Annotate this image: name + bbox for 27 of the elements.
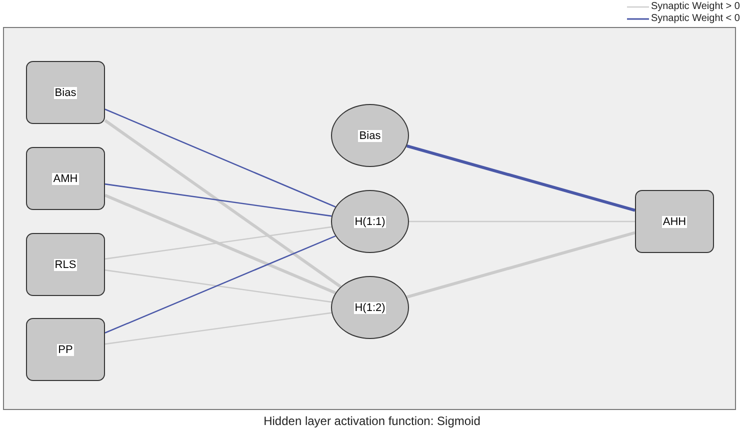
neuron-box <box>26 147 105 210</box>
node-label: H(1:2) <box>354 302 386 314</box>
legend-label: Synaptic Weight < 0 <box>650 13 740 25</box>
node-label: Bias <box>54 86 78 98</box>
node-label: RLS <box>54 258 78 270</box>
neuron-box <box>635 190 714 253</box>
node-label: H(1:1) <box>354 216 386 228</box>
neuron-box <box>26 61 105 124</box>
node-label: AMH <box>52 172 79 184</box>
connection-line <box>104 269 332 303</box>
connection-line <box>104 194 336 294</box>
neuron-box <box>26 233 105 296</box>
connection-line <box>104 226 332 260</box>
connection-line <box>104 119 342 288</box>
connection-line <box>104 108 336 208</box>
caption: Hidden layer activation function: Sigmoid <box>264 414 480 428</box>
connection-line <box>104 183 332 217</box>
connection-line <box>104 235 336 334</box>
node-label: Bias <box>358 130 382 142</box>
neuron-box <box>26 318 105 381</box>
connection-line <box>406 144 636 212</box>
node-label: AHH <box>662 216 688 228</box>
connection-line <box>104 312 332 345</box>
node-label: PP <box>57 344 74 356</box>
connection-line <box>409 220 635 222</box>
legend-label: Synaptic Weight > 0 <box>650 1 740 13</box>
connection-line <box>406 231 636 299</box>
